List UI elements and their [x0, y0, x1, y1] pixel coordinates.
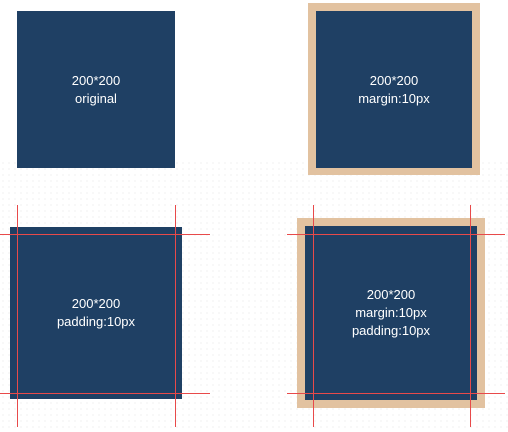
guide-line-right — [175, 205, 176, 427]
box-size-label: 200*200 — [71, 72, 121, 88]
box-padding: 200*200 padding:10px — [10, 227, 182, 399]
box-margin-label: margin:10px — [355, 305, 427, 320]
box-original: 200*200 original — [17, 11, 175, 168]
guide-line-left — [313, 205, 314, 427]
box-size-label: 200*200 — [366, 287, 416, 302]
guide-line-left — [17, 205, 18, 427]
box-description-label: original — [75, 90, 117, 106]
box-size-label: 200*200 — [369, 72, 419, 88]
box-padding-label: padding:10px — [351, 323, 431, 338]
box-description-label: margin:10px — [358, 90, 430, 106]
box-description-label: padding:10px — [56, 314, 136, 329]
box-margin: 200*200 margin:10px — [316, 11, 472, 168]
guide-line-top — [287, 234, 505, 235]
guide-line-bottom — [287, 393, 505, 394]
box-margin-padding: 200*200 margin:10px padding:10px — [305, 226, 477, 400]
box-size-label: 200*200 — [71, 296, 121, 311]
guide-line-top — [0, 234, 210, 235]
guide-line-bottom — [0, 393, 210, 394]
guide-line-right — [470, 205, 471, 427]
